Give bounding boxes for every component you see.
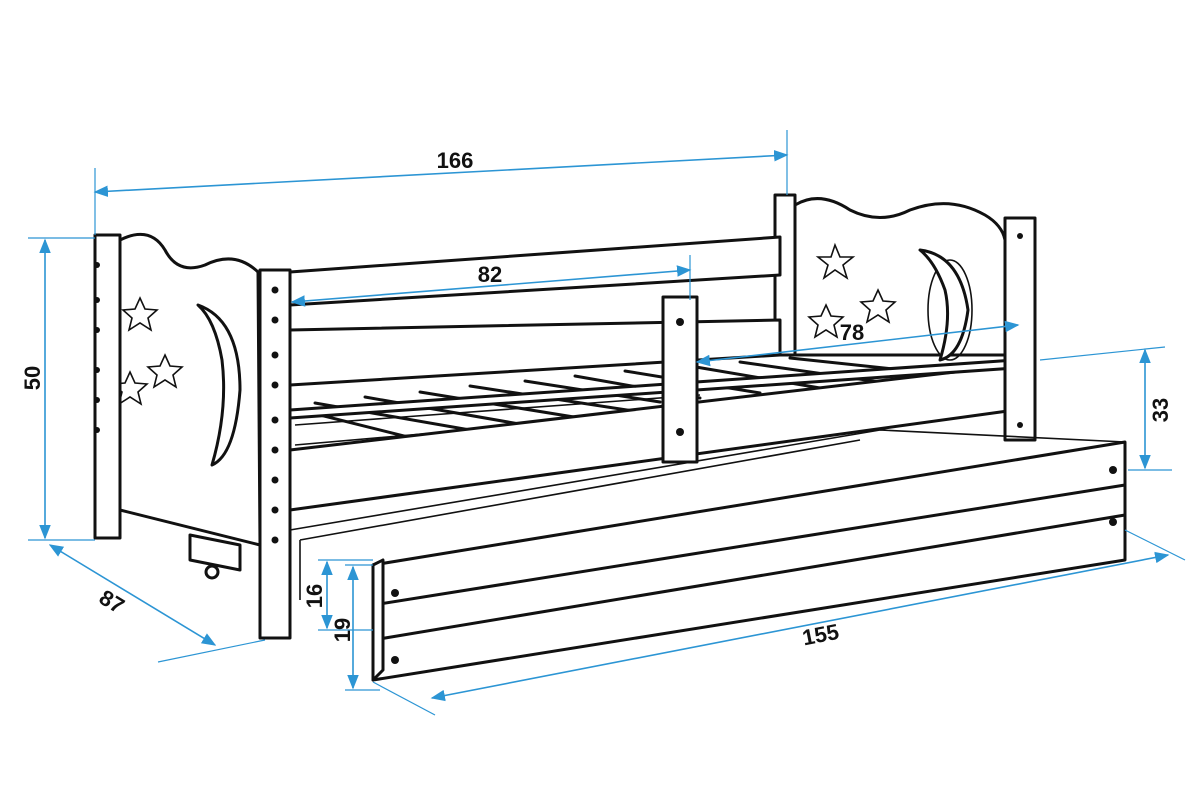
dimension-inner-rail: 82 (290, 255, 692, 307)
left-front-post (258, 268, 292, 640)
dimension-total-length: 166 (93, 130, 789, 235)
right-headboard (793, 197, 1007, 362)
back-top-rail (288, 235, 782, 307)
label-50: 50 (20, 366, 45, 390)
dimension-total-height: 50 (20, 237, 95, 541)
caster-wheel (204, 564, 220, 580)
star-icon (121, 296, 159, 332)
left-back-post (93, 233, 122, 540)
label-166: 166 (437, 148, 474, 173)
label-19: 19 (330, 618, 355, 642)
dimension-mattress-width: 78 (695, 320, 1020, 367)
star-icon (815, 242, 856, 281)
dimension-front-height: 33 (1039, 346, 1173, 471)
dimension-drawer-length: 155 (372, 529, 1186, 716)
label-82: 82 (478, 262, 502, 287)
dimension-drawer-total-height: 19 (330, 564, 380, 691)
star-icon (859, 288, 897, 324)
label-155: 155 (800, 619, 841, 651)
label-33: 33 (1148, 398, 1173, 422)
right-front-post (1003, 216, 1037, 442)
label-16: 16 (302, 584, 327, 608)
dimension-drawer-height: 16 (302, 559, 373, 631)
label-78: 78 (840, 320, 864, 345)
back-middle-rail (288, 318, 782, 387)
star-icon (146, 353, 184, 389)
left-headboard (111, 232, 262, 547)
caster-housing (188, 533, 242, 572)
